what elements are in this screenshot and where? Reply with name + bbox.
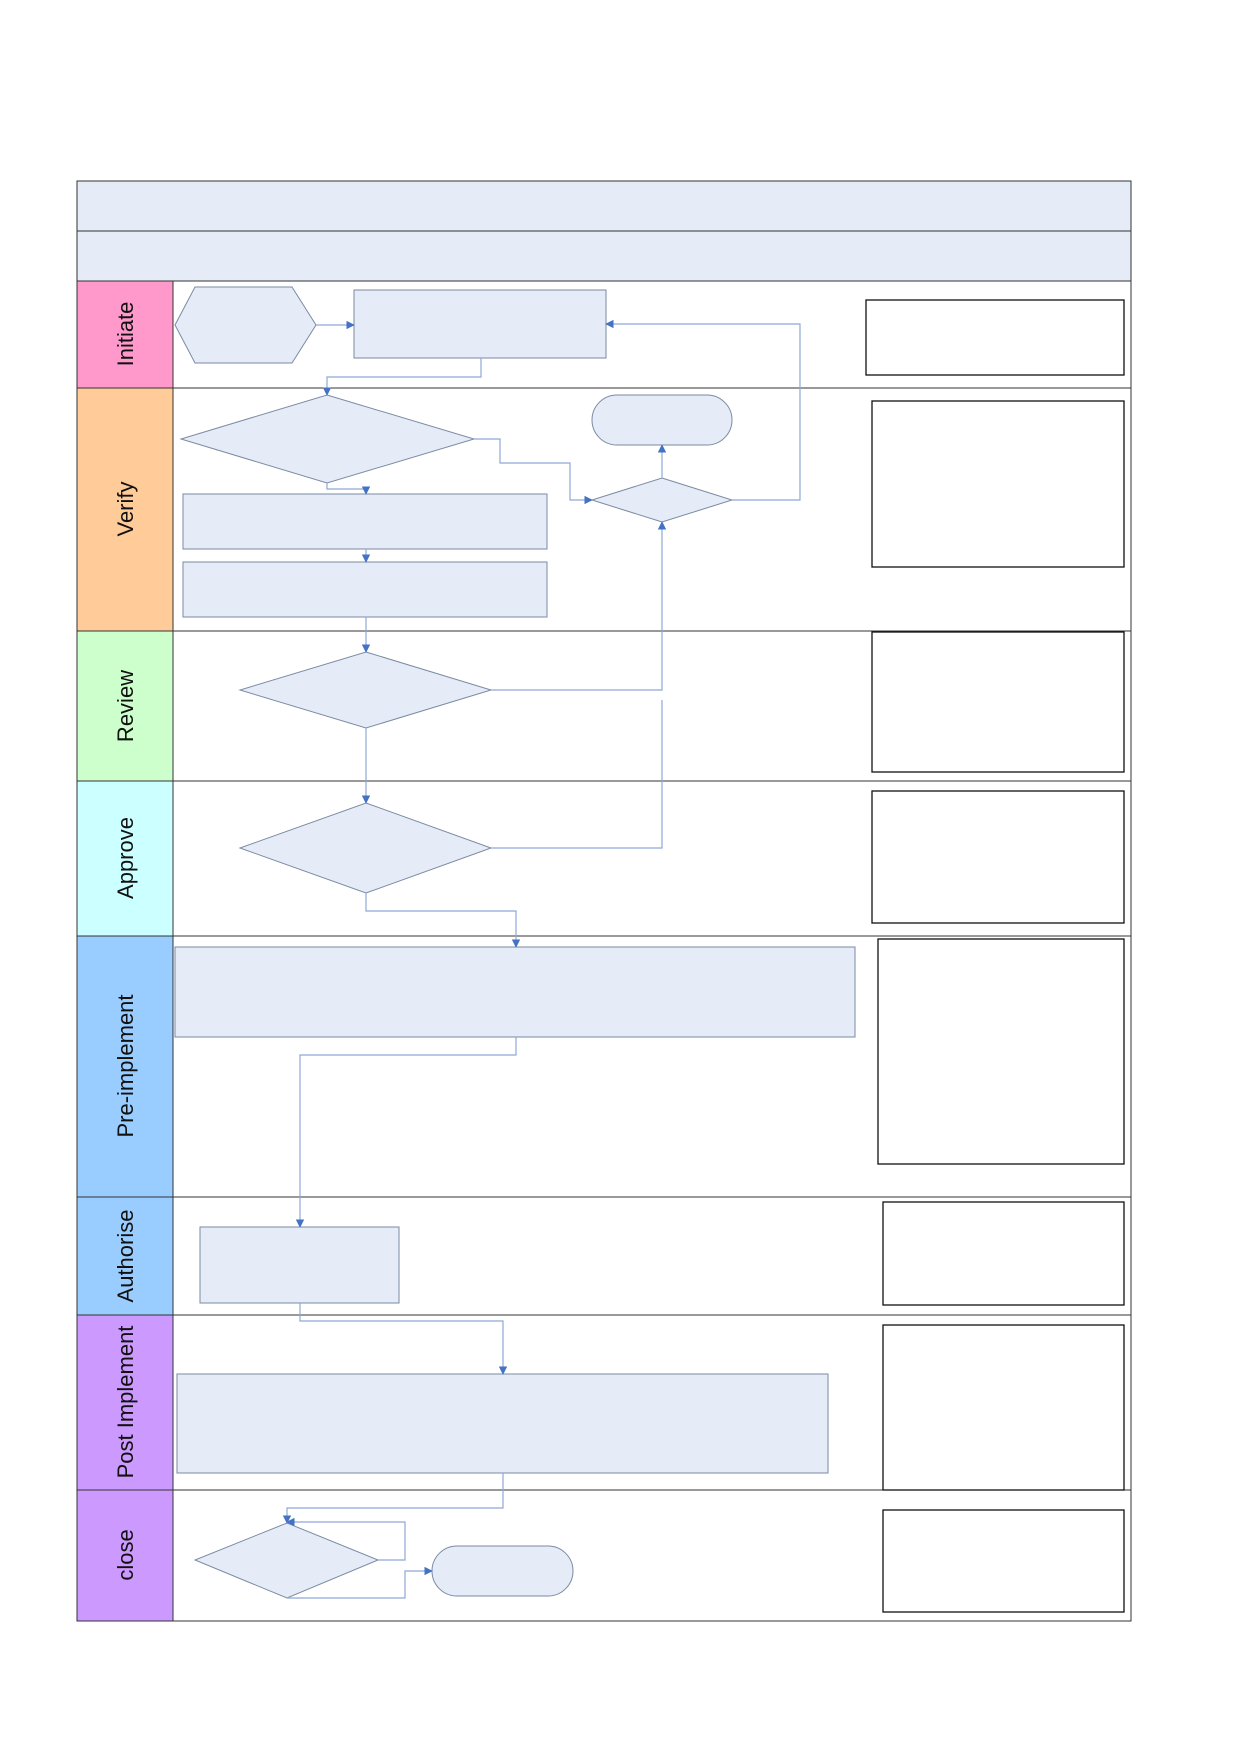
lane-body-close — [172, 1489, 1132, 1622]
lane-cell-approve — [76, 780, 174, 937]
initiate-process-box — [353, 289, 607, 359]
pre-implement-process-box — [174, 946, 856, 1038]
verify-terminator-top — [591, 394, 733, 446]
connector-review-to-merge — [491, 521, 667, 691]
lane-cell-review — [76, 630, 174, 782]
connector-authorise-to-post-implement — [299, 1303, 508, 1375]
authorise-process-box — [199, 1226, 400, 1304]
connector-initiate-to-verify — [322, 358, 482, 396]
notes-box-authorise — [882, 1201, 1125, 1306]
connector-close-loop — [286, 1517, 406, 1561]
verify-process-box-1 — [182, 493, 548, 550]
connector-verify-to-box-1 — [326, 483, 371, 495]
lane-cell-initiate — [76, 280, 174, 389]
lane-cell-pre-implement — [76, 935, 174, 1198]
connector-approve-to-pre-implement — [365, 893, 521, 948]
notes-box-verify — [871, 400, 1125, 568]
lane-label-pre-implement: Pre-implement — [113, 994, 138, 1137]
lane-label-verify: Verify — [113, 481, 138, 536]
connector-pre-implement-to-authorise — [295, 1037, 517, 1228]
post-implement-process-box — [176, 1373, 829, 1474]
lane-labels: Initiate Verify Review Approve Pre-imple… — [113, 302, 138, 1581]
notes-box-initiate — [865, 299, 1125, 376]
lane-label-initiate: Initiate — [113, 302, 138, 367]
verify-decision — [179, 394, 476, 484]
close-decision — [193, 1522, 380, 1599]
notes-boxes — [865, 299, 1125, 1613]
approve-decision — [238, 802, 493, 894]
notes-box-review — [871, 631, 1125, 773]
close-terminator — [431, 1545, 574, 1597]
lane-label-approve: Approve — [113, 817, 138, 899]
lane-cell-close — [76, 1489, 174, 1622]
notes-box-approve — [871, 790, 1125, 924]
connector-merge-back-to-initiate — [605, 319, 801, 501]
connector-approve-to-merge — [491, 700, 663, 849]
lane-label-authorise: Authorise — [113, 1210, 138, 1303]
lane-bodies — [172, 280, 1132, 1622]
connector-close-to-terminator — [287, 1566, 433, 1599]
lane-label-cells — [76, 280, 174, 1622]
lane-label-review: Review — [113, 670, 138, 742]
connector-verify-to-merge — [474, 438, 593, 505]
lane-label-close: close — [113, 1529, 138, 1580]
lane-label-post-implement: Post Implement — [113, 1326, 138, 1479]
flow-shapes — [174, 286, 856, 1599]
review-decision — [238, 651, 493, 729]
header-bar-top — [76, 180, 1132, 232]
notes-box-close — [882, 1509, 1125, 1613]
connector-post-implement-to-close — [282, 1473, 504, 1524]
connectors — [282, 319, 801, 1599]
notes-box-pre-implement — [877, 938, 1125, 1165]
lane-cell-verify — [76, 387, 174, 632]
header-bar-second — [76, 230, 1132, 282]
verify-process-box-2 — [182, 561, 548, 618]
lane-cell-authorise — [76, 1196, 174, 1316]
start-hexagon — [174, 286, 317, 364]
notes-box-post-implement — [882, 1324, 1125, 1491]
verify-merge-decision — [590, 477, 734, 523]
